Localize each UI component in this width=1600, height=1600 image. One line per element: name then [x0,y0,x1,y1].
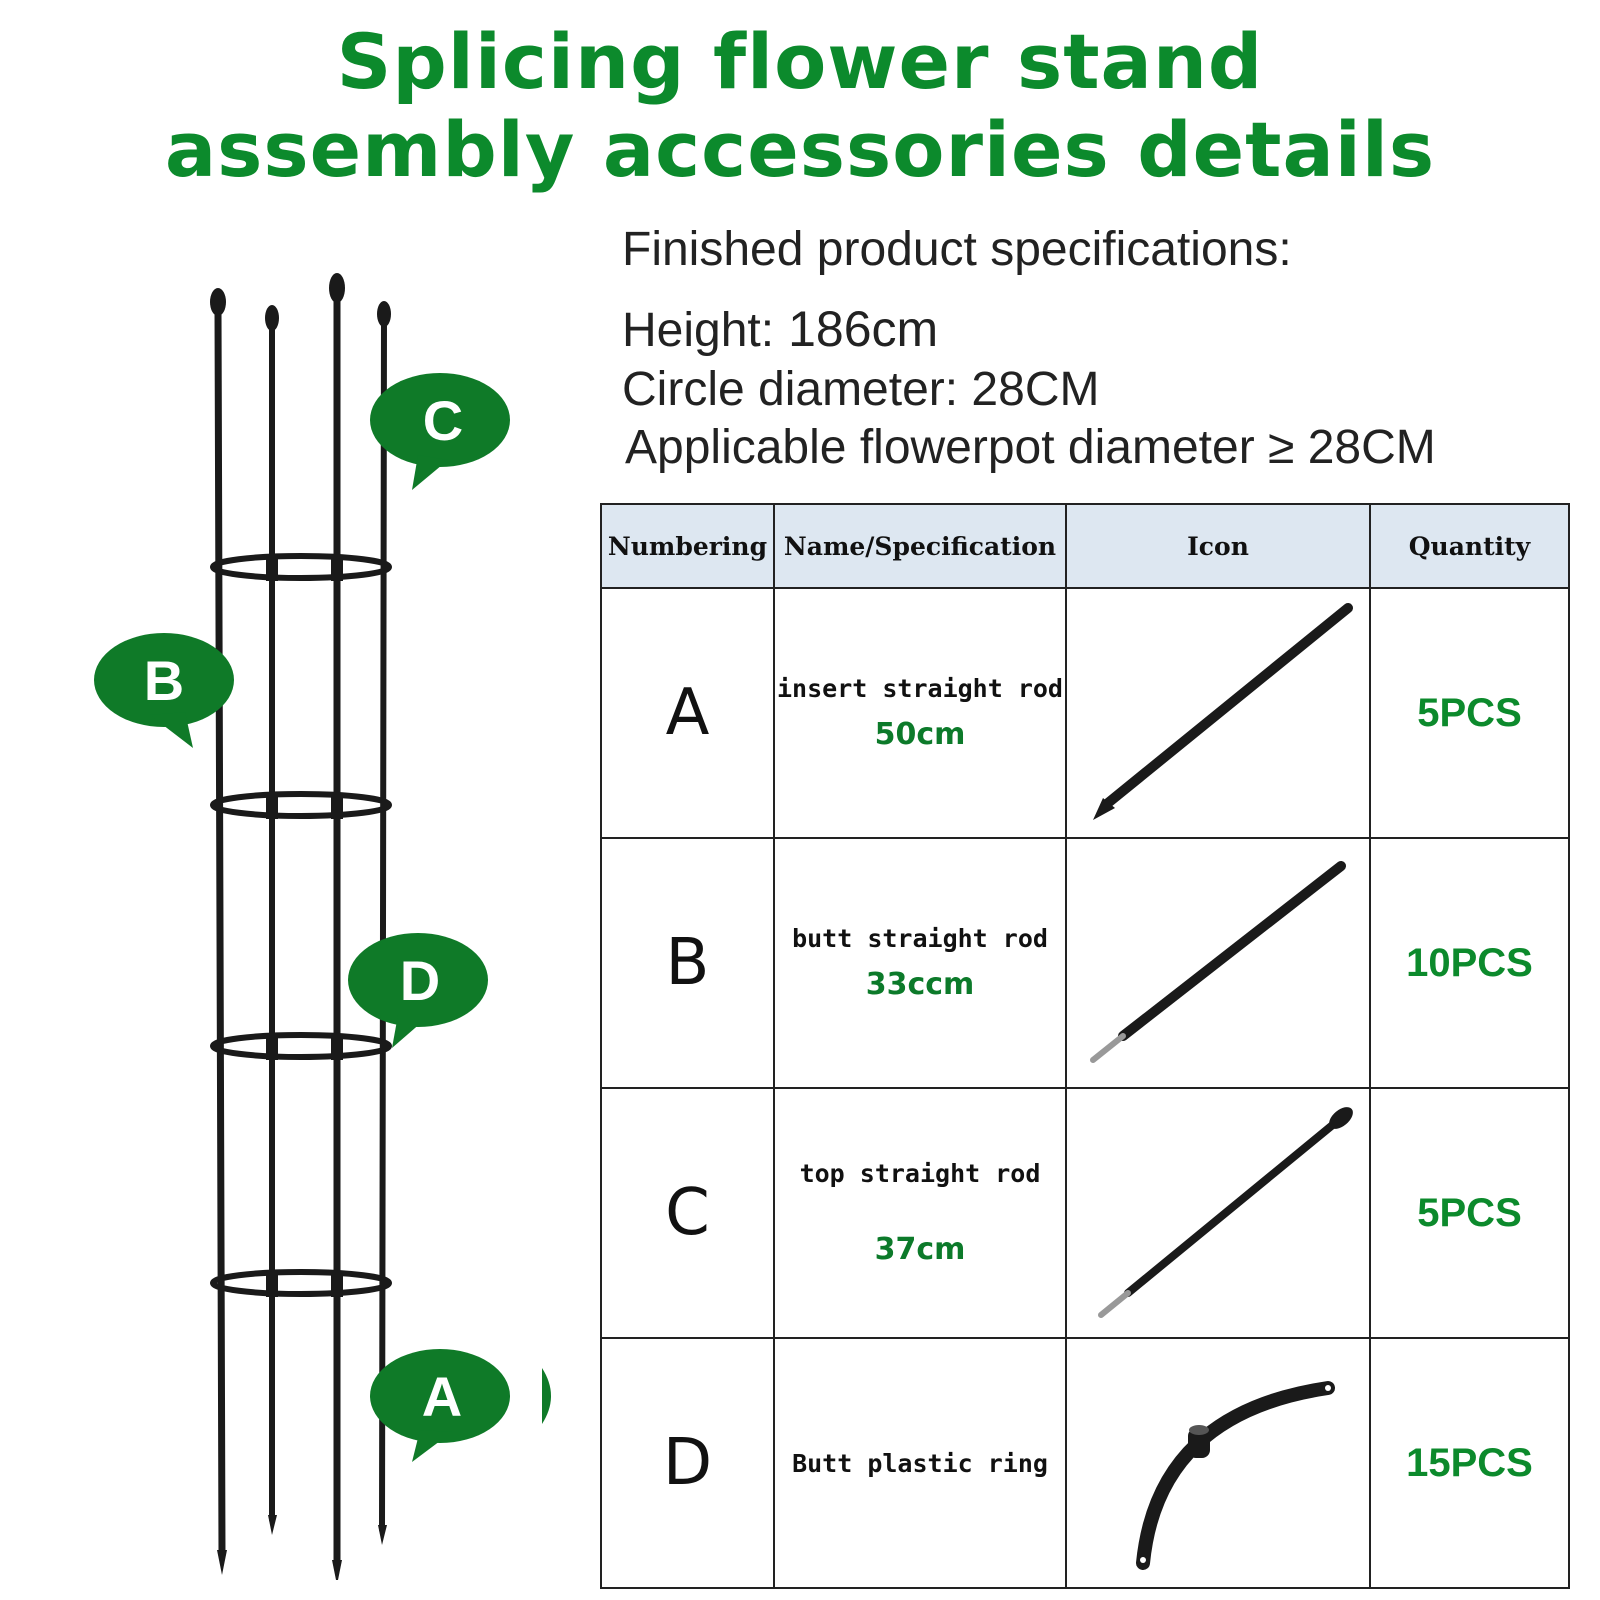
spec-circle-diameter: Circle diameter: 28CM [622,363,1100,416]
plastic-ring-arc-icon [1136,1381,1335,1570]
callout-b-label: B [144,649,184,712]
top-rod-icon [1098,1107,1353,1318]
row-number: D [600,1337,775,1589]
table-row: D Butt plastic ring 15PCS [600,1337,1570,1589]
row-quantity: 15PCS [1369,1337,1570,1589]
row-quantity: 5PCS [1369,587,1570,839]
row-quantity: 5PCS [1369,1087,1570,1339]
row-spec: insert straight rod 50cm [773,587,1067,839]
pointed-rod-icon [1093,603,1353,820]
callout-c-label: C [423,389,463,452]
callout-c-bubble: C [370,373,510,490]
header-icon: Icon [1065,503,1371,589]
stand-joints [266,555,343,1297]
table-header-row: Numbering Name/Specification Icon Quanti… [600,503,1570,589]
header-numbering: Numbering [600,503,775,589]
callout-d-bubble: D [348,933,488,1048]
row-name: Butt plastic ring [792,1448,1048,1478]
spec-flowerpot: Applicable flowerpot diameter ≥ 28CM [625,421,1436,474]
row-icon-cell [1065,837,1371,1089]
row-name: butt straight rod [792,924,1048,953]
table-row: A insert straight rod 50cm 5PCS [600,587,1570,839]
spec-height-label: Height: [622,304,775,357]
table-row: C top straight rod 37cm 5PCS [600,1087,1570,1339]
stand-rings [210,553,392,1297]
butt-rod-icon [1090,861,1346,1063]
row-icon-cell [1065,1337,1371,1589]
row-spec: top straight rod 37cm [773,1087,1067,1339]
callout-b-bubble: B [94,633,234,748]
page-title: Splicing flower stand assembly accessori… [0,18,1600,194]
stand-rod-tips [210,273,391,1580]
parts-table: Numbering Name/Specification Icon Quanti… [600,503,1570,1589]
row-size: 37cm [874,1232,966,1267]
callout-a-label: A [422,1365,462,1428]
spec-height-value: 186cm [788,301,939,357]
row-number: A [600,587,775,839]
row-spec: butt straight rod 33ccm [773,837,1067,1089]
stand-rods [214,291,387,1569]
title-line-2: assembly accessories details [164,105,1436,194]
spec-heading: Finished product specifications: [622,223,1292,276]
row-number: B [600,837,775,1089]
assembled-stand-illustration: C B D A [94,273,551,1580]
callout-a-bubble: A [370,1349,551,1462]
row-name: top straight rod [799,1159,1041,1188]
table-row: B butt straight rod 33ccm 10PCS [600,837,1570,1089]
header-quantity: Quantity [1369,503,1570,589]
title-line-1: Splicing flower stand [336,17,1264,106]
row-icon-cell [1065,1087,1371,1339]
row-icon-cell [1065,587,1371,839]
row-name: insert straight rod [777,674,1063,703]
row-spec: Butt plastic ring [773,1337,1067,1589]
row-quantity: 10PCS [1369,837,1570,1089]
spec-height: Height:186cm [622,300,938,358]
row-size: 33ccm [865,967,975,1002]
row-size: 50cm [874,717,966,752]
row-number: C [600,1087,775,1339]
callout-d-label: D [400,949,440,1012]
header-name: Name/Specification [773,503,1067,589]
